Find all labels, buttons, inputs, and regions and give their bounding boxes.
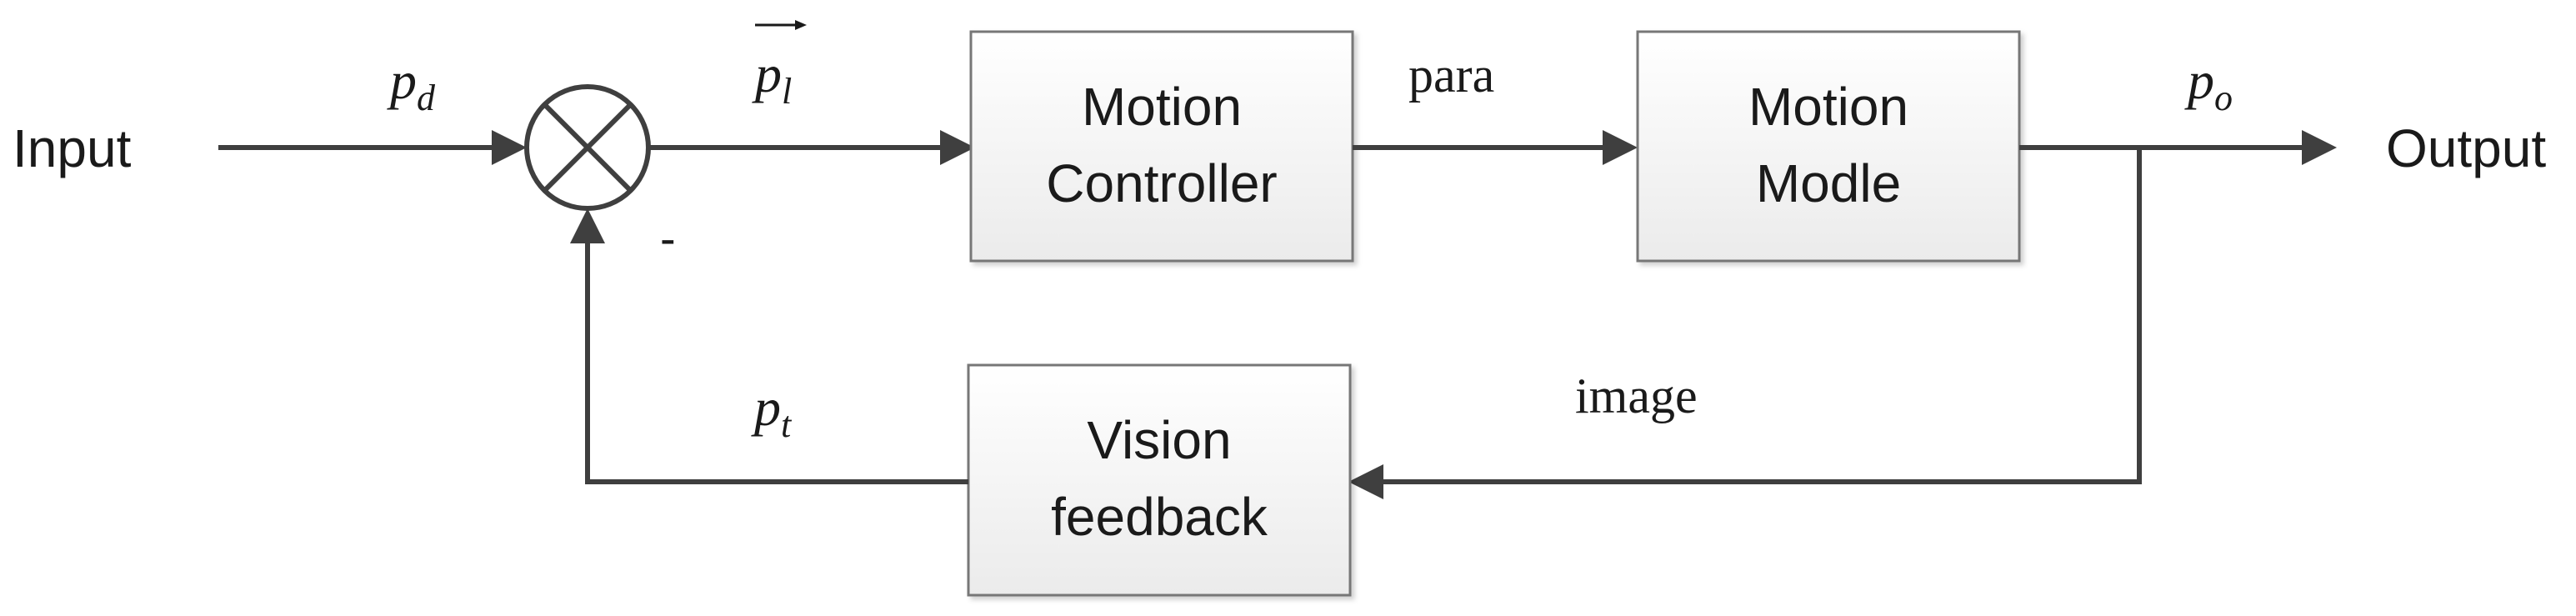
- input-arrowhead: [492, 130, 527, 165]
- measured-signal-line: [585, 233, 968, 484]
- error-arrowhead: [940, 130, 975, 165]
- measured-arrowhead: [570, 208, 605, 243]
- signal-label-para: para: [1408, 48, 1494, 103]
- signal-label-image: image: [1575, 368, 1698, 423]
- minus-sign: -: [660, 212, 676, 264]
- signal-label-p-d: pd: [387, 51, 436, 118]
- input-label: Input: [13, 118, 132, 178]
- svg-text:Motion: Motion: [1082, 77, 1242, 137]
- feedback-branch-line: [1373, 148, 2142, 484]
- svg-text:Vision: Vision: [1087, 410, 1231, 470]
- motion-controller-block: Motion Controller: [969, 30, 1354, 263]
- vision-feedback-block: Vision feedback: [967, 363, 1352, 597]
- signal-label-p-l: pl: [752, 20, 807, 112]
- para-arrowhead: [1603, 130, 1638, 165]
- summing-junction: [524, 84, 651, 211]
- svg-text:Modle: Modle: [1756, 153, 1901, 213]
- svg-text:feedback: feedback: [1051, 487, 1268, 547]
- signal-label-p-t: pt: [751, 378, 793, 445]
- signal-label-p-o: po: [2184, 51, 2233, 118]
- output-arrowhead: [2302, 130, 2337, 165]
- output-label: Output: [2386, 118, 2546, 178]
- svg-text:pl: pl: [752, 44, 792, 112]
- svg-text:Controller: Controller: [1046, 153, 1277, 213]
- feedback-arrowhead: [1348, 464, 1383, 499]
- motion-model-block: Motion Modle: [1636, 30, 2021, 263]
- svg-text:Motion: Motion: [1748, 77, 1908, 137]
